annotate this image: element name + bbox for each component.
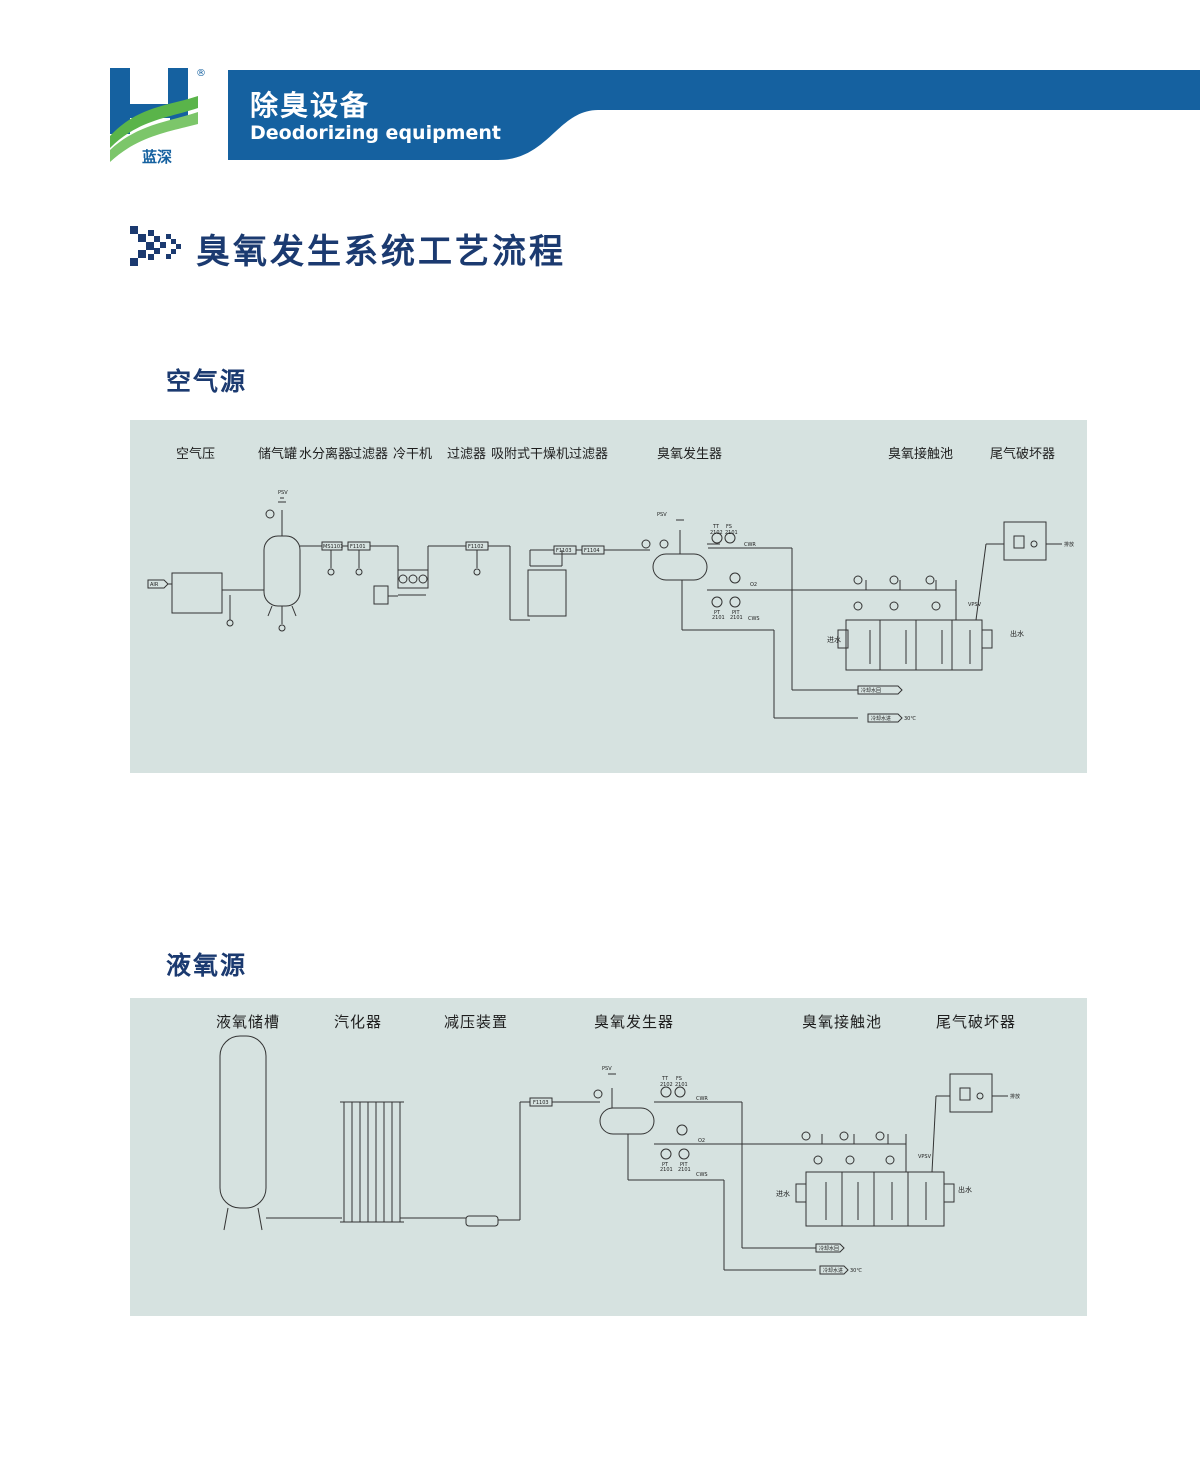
brand-name: 蓝深 [142, 148, 173, 166]
tag-vpsv-2: VPSV [918, 1154, 932, 1160]
brand-logo: ® [110, 68, 206, 162]
tag-pit-no: 2101 [730, 615, 743, 621]
tag-cw-return-2: 冷却水回 [819, 1245, 839, 1252]
tag-pit-2: PIT [680, 1162, 688, 1168]
label-vaporizer: 汽化器 [334, 1013, 383, 1031]
tag-pt-2: PT [662, 1162, 669, 1168]
tag-pit-no-2: 2101 [678, 1167, 691, 1173]
tag-fs-2: FS [676, 1076, 682, 1082]
label-tank: 储气罐 [258, 447, 298, 462]
label-compressor: 空气压 [176, 447, 216, 462]
label-ozone-generator-2: 臭氧发生器 [594, 1013, 675, 1031]
tag-psv-3: PSV [602, 1066, 612, 1072]
tag-tt-no-2: 2102 [660, 1082, 673, 1088]
header-band [228, 70, 1200, 160]
tag-f1104: F1104 [584, 548, 600, 554]
chevron-decoration-icon [130, 226, 181, 266]
label-adsorption-dryer: 吸附式干燥机 [491, 447, 570, 462]
tag-pt: PT [714, 610, 721, 616]
label-filter-1: 过滤器 [349, 447, 389, 462]
tag-temp: 30℃ [904, 716, 916, 722]
registered-mark: ® [196, 68, 206, 79]
label-cold-dryer: 冷干机 [393, 447, 433, 462]
lox-source-diagram: 液氧储槽 汽化器 减压装置 臭氧发生器 臭氧接触池 尾气破坏器 [130, 998, 1087, 1316]
tag-vpsv: VPSV [968, 602, 982, 608]
tag-cwr-2: CWR [696, 1096, 708, 1102]
tag-cwr: CWR [744, 542, 756, 548]
label-pressure-reducer: 减压装置 [444, 1013, 509, 1031]
label-contact-tank-2: 臭氧接触池 [802, 1013, 883, 1031]
label-ozone-generator: 臭氧发生器 [657, 447, 723, 462]
tag-tt-2: TT [661, 1076, 669, 1082]
tag-cws-2: CWS [696, 1172, 708, 1178]
tag-cw-return: 冷却水回 [861, 687, 881, 694]
lox-flow-schematic: PSV F1103 TT FS 2102 2101 CWR CWS O2 PT … [219, 1035, 1020, 1275]
tag-f1102: F1102 [468, 544, 484, 550]
label-destructor: 尾气破坏器 [990, 447, 1056, 462]
tag-cws: CWS [748, 616, 760, 622]
tag-f1101: F1101 [350, 544, 366, 550]
tag-pit: PIT [732, 610, 740, 616]
tag-psv-1: PSV [278, 490, 288, 496]
tag-fs: FS [726, 524, 732, 530]
label-contact-tank: 臭氧接触池 [888, 447, 954, 462]
tag-air: AIR [150, 582, 159, 588]
tag-water-in-2: 进水 [776, 1189, 790, 1198]
label-lox-storage: 液氧储槽 [216, 1013, 281, 1031]
tag-f1103-2: F1103 [533, 1100, 549, 1106]
section-title: 臭氧发生系统工艺流程 [196, 232, 566, 272]
tag-tt-no: 2102 [710, 530, 723, 536]
tag-fs-no: 2101 [725, 530, 738, 536]
header-title-cn: 除臭设备 [250, 89, 371, 122]
label-filter-2: 过滤器 [447, 447, 487, 462]
tag-pt-no-2: 2101 [660, 1167, 673, 1173]
header-title-en: Deodorizing equipment [250, 122, 501, 144]
air-source-diagram: 空气压 储气罐 水分离器 过滤器 冷干机 过滤器 吸附式干燥机 过滤器 臭氧发生… [130, 420, 1087, 773]
tag-temp-2: 30℃ [850, 1268, 862, 1274]
air-source-title: 空气源 [166, 367, 248, 396]
tag-water-out: 出水 [1010, 629, 1024, 638]
tag-f1103: F1103 [556, 548, 572, 554]
label-separator: 水分离器 [299, 447, 352, 462]
lox-source-title: 液氧源 [166, 951, 248, 980]
tag-o2-2: O2 [698, 1138, 705, 1144]
tag-vent: 排放 [1064, 541, 1074, 548]
tag-pt-no: 2101 [712, 615, 725, 621]
label-destructor-2: 尾气破坏器 [936, 1013, 1017, 1031]
tag-cw-supply: 冷却水进 [871, 715, 891, 722]
tag-vent-2: 排放 [1010, 1093, 1020, 1100]
tag-fs-no-2: 2101 [675, 1082, 688, 1088]
tag-tt: TT [712, 524, 720, 530]
label-filter-3: 过滤器 [569, 447, 609, 462]
tag-water-in: 进水 [827, 635, 841, 644]
tag-ms1101: MS1101 [323, 544, 343, 550]
tag-water-out-2: 出水 [958, 1185, 972, 1194]
tag-cw-supply-2: 冷却水进 [823, 1267, 843, 1274]
air-flow-schematic: AIR PSV MS1101 F1101 F1102 F1103 F1104 P… [147, 490, 1074, 723]
tag-o2: O2 [750, 582, 757, 588]
tag-psv-2: PSV [657, 512, 667, 518]
